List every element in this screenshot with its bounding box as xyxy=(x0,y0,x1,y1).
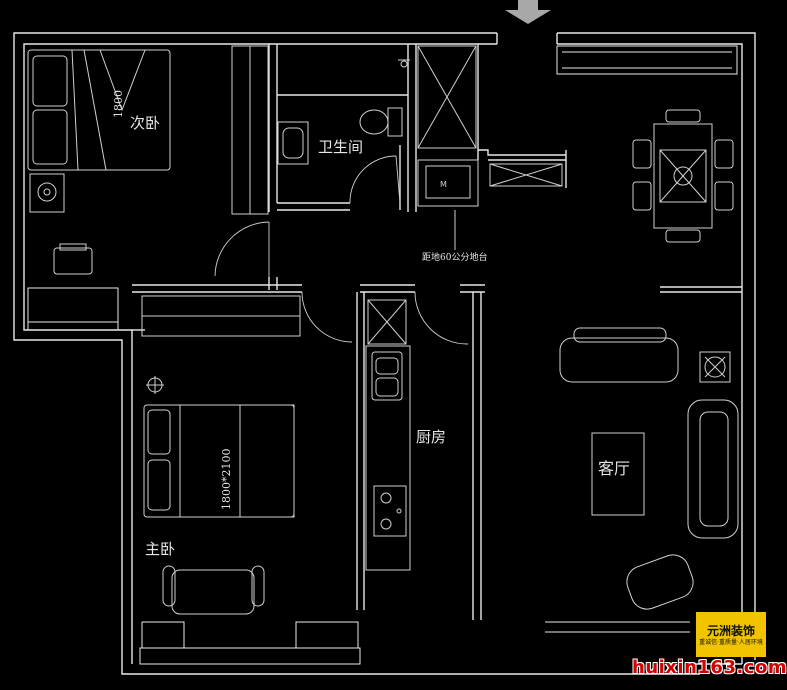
living-sofa xyxy=(687,399,739,539)
master-bedroom-label: 主卧 xyxy=(145,540,175,558)
master-nightstand-lamp-icon xyxy=(146,376,164,394)
wardrobe-master-bedroom xyxy=(141,295,301,337)
watermark: huixin163.com xyxy=(632,657,787,678)
second-bed-dimension: 1800 xyxy=(112,90,125,118)
shower-icon xyxy=(398,59,410,68)
windows xyxy=(27,45,738,665)
desk-chair-icon xyxy=(53,243,93,275)
second-bed xyxy=(27,49,171,171)
entrance-arrow-icon xyxy=(505,0,551,24)
second-bedroom-label: 次卧 xyxy=(130,114,160,132)
kitchen-counter xyxy=(365,345,411,571)
kitchen-shaft xyxy=(367,299,407,345)
master-sofa xyxy=(162,565,265,615)
svg-text:M: M xyxy=(440,180,447,189)
living-armchair-bottom xyxy=(626,554,694,610)
master-bed-dimension: 1800*2100 xyxy=(220,449,233,511)
nightstand-lamp-icon xyxy=(29,173,65,213)
logo-title: 元洲装饰 xyxy=(706,624,755,638)
interior-walls xyxy=(132,44,742,620)
kitchen-label: 厨房 xyxy=(416,428,446,446)
master-bed xyxy=(143,404,295,518)
dining-table xyxy=(632,109,734,243)
doors xyxy=(214,155,469,345)
counter-height-note: 距地60公分地台 xyxy=(422,251,487,263)
tv-table xyxy=(591,432,645,516)
shoe-cabinet xyxy=(489,163,563,187)
bathroom-label: 卫生间 xyxy=(318,138,363,156)
ac-unit-icon xyxy=(699,351,731,383)
company-logo: 元洲装饰 重诚信·重质量·人居环境 xyxy=(696,612,766,657)
gas-stove-icon xyxy=(373,485,407,537)
kitchen-sink-icon xyxy=(371,351,403,401)
bath-sink-icon xyxy=(277,121,309,165)
outer-walls xyxy=(13,32,756,675)
shaft xyxy=(417,45,477,149)
water-heater-icon: M xyxy=(417,159,479,207)
living-armchair-top xyxy=(559,327,679,383)
logo-slogan: 重诚信·重质量·人居环境 xyxy=(699,639,763,646)
wardrobe-second-bedroom xyxy=(231,45,269,215)
toilet-icon xyxy=(359,107,403,137)
living-room-label: 客厅 xyxy=(598,459,630,478)
